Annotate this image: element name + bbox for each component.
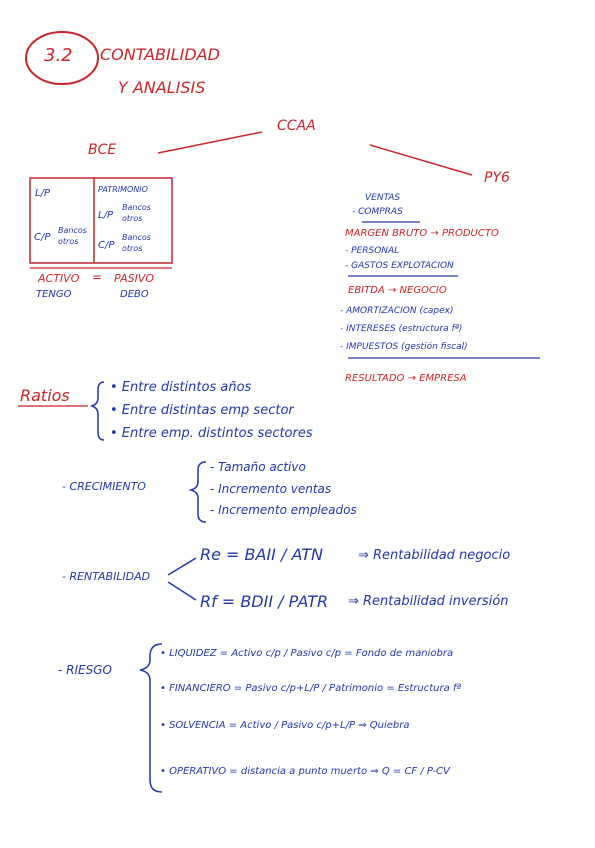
balance-right-patrimonio: PATRIMONIO [98, 185, 148, 194]
ratios-item-1: • Entre distintos años [110, 380, 252, 395]
crecimiento-label: - CRECIMIENTO [62, 480, 146, 493]
balance-left-lp: L/P [35, 188, 50, 199]
balance-debo: DEBO [120, 289, 149, 300]
balance-pasivo: PASIVO [114, 272, 155, 285]
balance-activo: ACTIVO [38, 272, 80, 285]
pyg-compras: - COMPRAS [352, 207, 403, 217]
rentabilidad-re: Re = BAII / ATN [200, 545, 323, 564]
ratios-item-3: • Entre emp. distintos sectores [110, 426, 313, 441]
balance-left-bancos: Bancos [58, 226, 87, 235]
number-circle [25, 31, 99, 85]
riesgo-solvencia: • SOLVENCIA = Activo / Pasivo c/p+L/P ⇒ … [160, 720, 410, 731]
balance-equals: = [92, 270, 103, 284]
ratios-item-2: • Entre distintas emp sector [110, 403, 294, 418]
rentabilidad-re-result: ⇒ Rentabilidad negocio [358, 548, 511, 563]
pyg-ventas: VENTAS [365, 193, 401, 203]
rentabilidad-rf-result: ⇒ Rentabilidad inversión [348, 594, 509, 609]
balance-right-cp-bancos: Bancos [122, 233, 151, 242]
pyg-intereses: - INTERESES (estructura fª) [340, 324, 463, 334]
pyg-gastos: - GASTOS EXPLOTACION [345, 261, 454, 271]
ratios-label: Ratios [20, 386, 70, 405]
ccaa-left-branch [157, 131, 263, 154]
ccaa-label: CCAA [277, 118, 316, 134]
balance-left-cp: C/P [34, 232, 51, 243]
rentabilidad-down-branch [167, 581, 197, 601]
balance-right-cp-otros: otros [122, 244, 143, 253]
bce-label: BCE [88, 142, 117, 158]
ccaa-right-branch [369, 144, 473, 176]
balance-left-otros: otros [58, 237, 79, 246]
pyg-resultado: RESULTADO → EMPRESA [345, 373, 467, 384]
ratios-brace [89, 381, 105, 441]
crecimiento-item-2: - Incremento ventas [210, 482, 332, 496]
riesgo-brace [139, 643, 163, 793]
balance-right-lp-otros: otros [122, 214, 143, 223]
pyg-impuestos: - IMPUESTOS (gestión fiscal) [340, 342, 468, 352]
riesgo-operativo: • OPERATIVO = distancia a punto muerto ⇒… [160, 766, 450, 777]
rentabilidad-rf: Rf = BDII / PATR [200, 592, 329, 611]
pyg-ebitda: EBITDA → NEGOCIO [348, 285, 447, 296]
crecimiento-item-1: - Tamaño activo [210, 460, 306, 474]
rentabilidad-label: - RENTABILIDAD [62, 570, 151, 583]
balance-tengo: TENGO [36, 289, 72, 300]
section-number: 3.2 [44, 45, 73, 66]
balance-right-cp: C/P [98, 240, 115, 251]
balance-table-frame [29, 177, 173, 264]
riesgo-liquidez: • LIQUIDEZ = Activo c/p / Pasivo c/p = F… [160, 648, 454, 659]
pyg-label: PY6 [484, 170, 510, 186]
riesgo-label: - RIESGO [58, 663, 112, 677]
crecimiento-brace [188, 461, 207, 523]
pyg-personal: - PERSONAL [345, 246, 400, 256]
pyg-margen: MARGEN BRUTO → PRODUCTO [345, 228, 499, 239]
pyg-amortizacion: - AMORTIZACION (capex) [340, 306, 454, 316]
section-title-line2: Y ANALISIS [118, 78, 206, 97]
riesgo-financiero: • FINANCIERO = Pasivo c/p+L/P / Patrimon… [160, 683, 462, 694]
section-title-line1: CONTABILIDAD [100, 45, 220, 64]
rentabilidad-up-branch [167, 557, 197, 576]
crecimiento-item-3: - Incremento empleados [210, 503, 357, 517]
balance-right-lp-bancos: Bancos [122, 203, 151, 212]
balance-right-lp: L/P [98, 210, 113, 221]
